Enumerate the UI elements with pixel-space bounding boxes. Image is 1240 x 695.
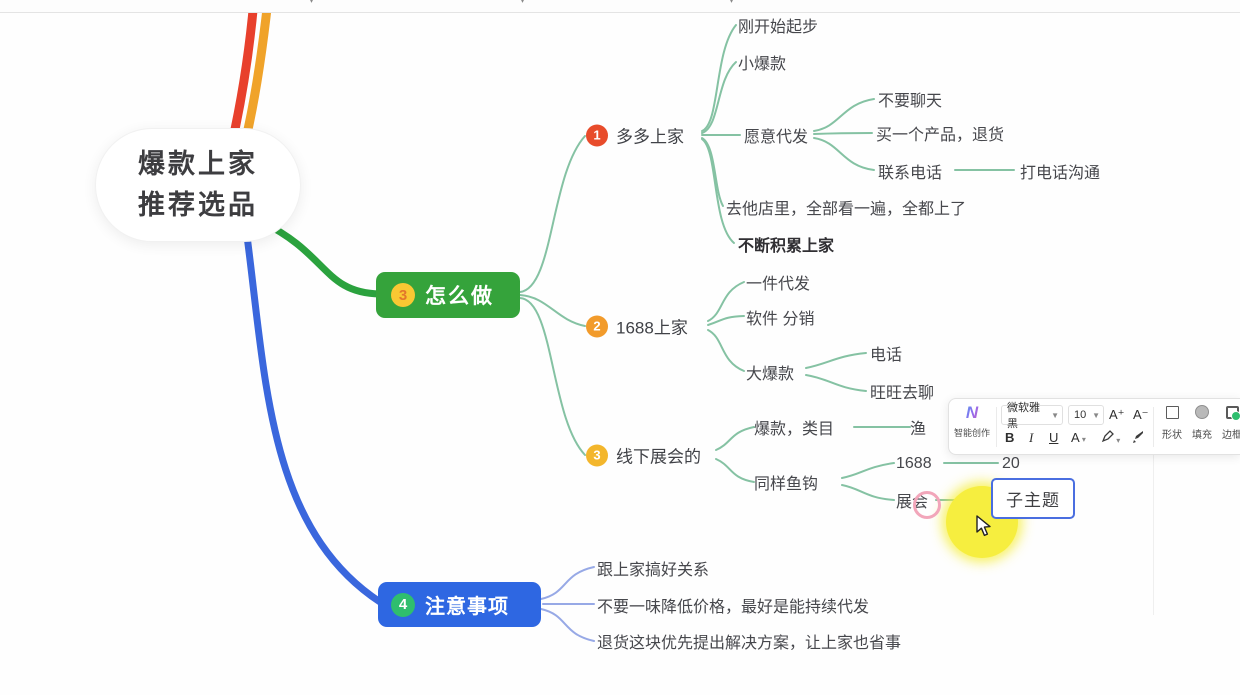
leaf-node[interactable]: 小爆款 bbox=[738, 56, 787, 73]
bold-button[interactable]: B bbox=[1005, 430, 1015, 445]
topic-1688[interactable]: 2 1688上家 bbox=[586, 314, 688, 339]
fill-button[interactable]: 填充 bbox=[1185, 404, 1219, 441]
ai-create-button[interactable]: N 智能创作 bbox=[949, 403, 995, 439]
pen-icon bbox=[1101, 430, 1114, 443]
chevron-down-icon: ▾ bbox=[520, 0, 526, 6]
chevron-down-icon: ▾ bbox=[729, 0, 735, 6]
leaf-node[interactable]: 去他店里，全部看一遍，全都上了 bbox=[726, 201, 967, 218]
format-painter-button[interactable] bbox=[1131, 430, 1145, 447]
selected-node-text: 子主题 bbox=[1006, 491, 1060, 510]
chevron-down-icon: ▼ bbox=[1092, 410, 1100, 420]
leaf-node[interactable]: 软件 分销 bbox=[746, 311, 815, 328]
leaf-node[interactable]: 买一个产品，退货 bbox=[876, 127, 1005, 144]
leaf-node[interactable]: 渔 bbox=[910, 421, 927, 438]
shape-label: 形状 bbox=[1162, 430, 1182, 441]
toolbar-divider bbox=[1153, 407, 1154, 447]
badge-4-icon: 4 bbox=[391, 592, 415, 617]
leaf-node[interactable]: 打电话沟通 bbox=[1020, 165, 1101, 182]
fill-label: 填充 bbox=[1192, 430, 1212, 441]
toolbar-divider bbox=[996, 407, 997, 447]
border-corner-icon bbox=[1225, 405, 1240, 421]
format-toolbar: N 智能创作 微软雅黑 ▼ 10 ▼ A⁺ A⁻ B I U A ▾ ▾ bbox=[948, 398, 1240, 455]
branch-node-how[interactable]: 3 怎么做 bbox=[376, 272, 520, 318]
border-button[interactable]: 边框 bbox=[1215, 404, 1240, 441]
leaf-node[interactable]: 一件代发 bbox=[746, 276, 811, 293]
leaf-node[interactable]: 不要一味降低价格，最好是能持续代发 bbox=[597, 599, 870, 616]
highlight-pen-button[interactable]: ▾ bbox=[1101, 430, 1120, 446]
root-node[interactable]: 爆款上家 推荐选品 bbox=[95, 128, 301, 242]
font-color-button[interactable]: A ▾ bbox=[1071, 430, 1086, 445]
leaf-node[interactable]: 不要聊天 bbox=[878, 93, 943, 110]
badge-2-icon: 2 bbox=[586, 315, 608, 337]
click-ring-annotation bbox=[913, 491, 941, 519]
leaf-node[interactable]: 旺旺去聊 bbox=[870, 385, 935, 402]
border-label: 边框 bbox=[1222, 430, 1240, 441]
badge-1-icon: 1 bbox=[586, 124, 608, 146]
shape-button[interactable]: 形状 bbox=[1155, 404, 1189, 441]
font-grow-button[interactable]: A⁺ bbox=[1109, 407, 1125, 422]
leaf-node[interactable]: 1688 bbox=[896, 455, 932, 472]
chevron-down-icon: ▾ bbox=[309, 0, 315, 6]
font-size-value: 10 bbox=[1074, 409, 1087, 421]
panel-edge-line bbox=[1153, 455, 1154, 615]
font-size-select[interactable]: 10 ▼ bbox=[1068, 405, 1104, 425]
leaf-node[interactable]: 大爆款 bbox=[746, 366, 795, 383]
ai-create-label: 智能创作 bbox=[953, 428, 990, 438]
shape-square-icon bbox=[1165, 405, 1179, 419]
leaf-node[interactable]: 爆款，类目 bbox=[754, 421, 835, 438]
brush-icon bbox=[1133, 431, 1143, 443]
leaf-node[interactable]: 退货这块优先提出解决方案，让上家也省事 bbox=[597, 635, 902, 652]
branch-notes-label: 注意事项 bbox=[425, 596, 509, 618]
ai-logo-icon: N bbox=[949, 403, 995, 423]
leaf-node[interactable]: 20 bbox=[1002, 455, 1020, 472]
branch-how-label: 怎么做 bbox=[425, 285, 494, 308]
italic-button[interactable]: I bbox=[1029, 430, 1034, 445]
badge-3-icon: 3 bbox=[586, 444, 608, 466]
leaf-node[interactable]: 不断积累上家 bbox=[738, 238, 835, 255]
font-shrink-button[interactable]: A⁻ bbox=[1133, 407, 1149, 422]
font-color-A: A bbox=[1071, 430, 1080, 445]
leaf-node[interactable]: 联系电话 bbox=[878, 165, 943, 182]
badge-3-icon: 3 bbox=[391, 283, 415, 307]
topic-duoduo-label: 多多上家 bbox=[616, 127, 684, 147]
font-family-select[interactable]: 微软雅黑 ▼ bbox=[1001, 402, 1063, 430]
root-title-line2: 推荐选品 bbox=[138, 190, 258, 220]
topic-expo-label: 线下展会的 bbox=[616, 447, 701, 467]
leaf-node[interactable]: 同样鱼钩 bbox=[754, 476, 819, 493]
fill-circle-icon bbox=[1195, 405, 1209, 419]
top-toolbar-clipped: ▾ ▾ ▾ bbox=[0, 0, 1240, 13]
topic-expo[interactable]: 3 线下展会的 bbox=[586, 443, 701, 468]
selected-node-editing[interactable]: 子主题 bbox=[991, 478, 1075, 519]
root-title-line1: 爆款上家 bbox=[138, 149, 258, 179]
chevron-down-icon: ▼ bbox=[1051, 410, 1059, 420]
topic-1688-label: 1688上家 bbox=[616, 318, 688, 338]
underline-button[interactable]: U bbox=[1049, 430, 1059, 445]
font-family-value: 微软雅黑 bbox=[1007, 402, 1040, 430]
branch-node-notes[interactable]: 4 注意事项 bbox=[378, 582, 541, 627]
mouse-cursor-icon bbox=[976, 515, 991, 537]
topic-duoduo[interactable]: 1 多多上家 bbox=[586, 123, 684, 148]
leaf-node[interactable]: 愿意代发 bbox=[744, 129, 809, 146]
leaf-node[interactable]: 跟上家搞好关系 bbox=[597, 562, 710, 579]
leaf-node[interactable]: 电话 bbox=[870, 347, 903, 364]
leaf-node[interactable]: 刚开始起步 bbox=[738, 19, 819, 36]
